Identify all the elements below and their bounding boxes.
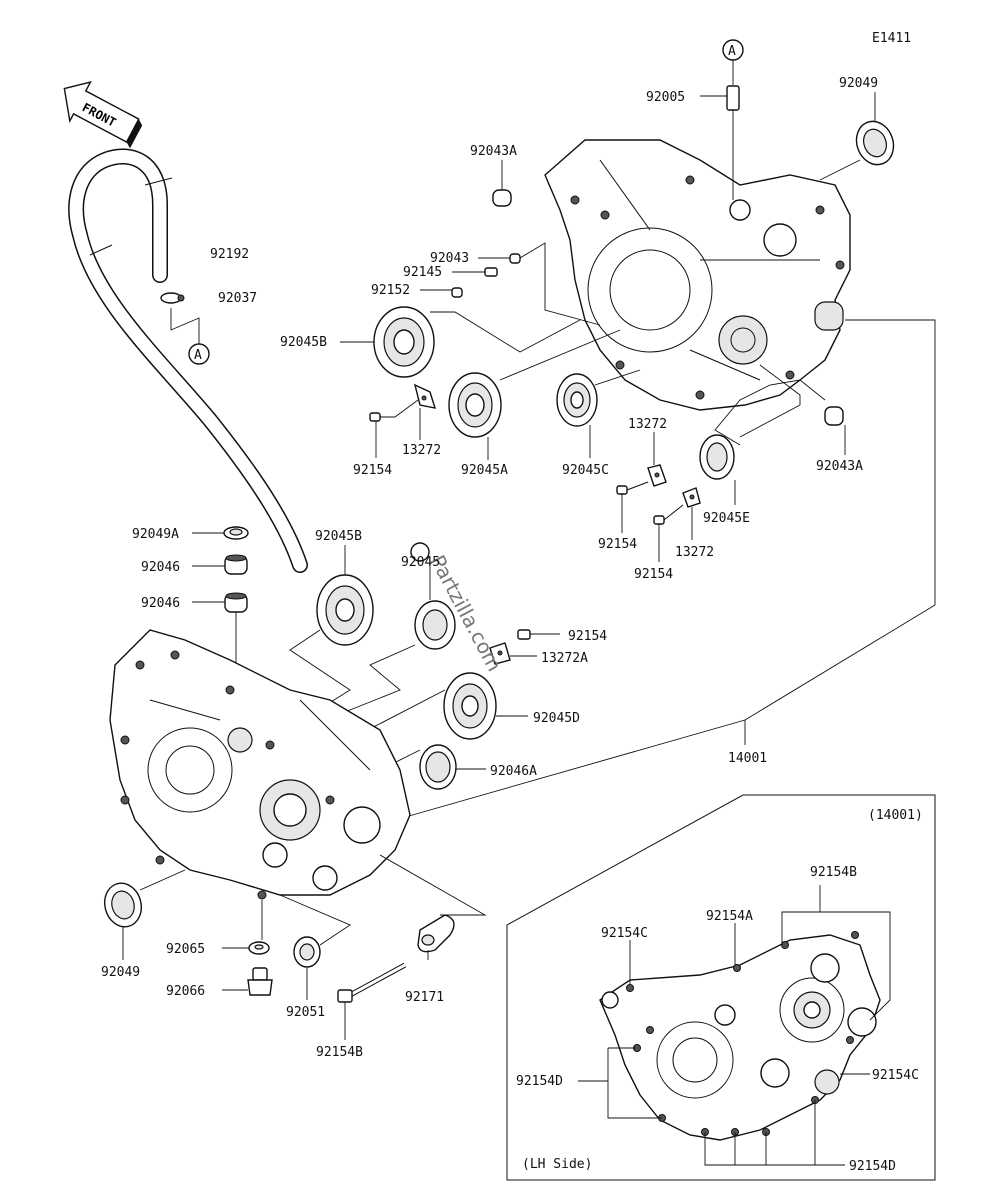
clamp-92037	[160, 292, 185, 304]
label-92154-c: 92154	[634, 567, 673, 582]
dowel-92043A-right	[714, 379, 846, 455]
label-92046-b: 92046	[141, 596, 180, 611]
bracket-13272-a	[413, 383, 437, 440]
label-92154-a: 92154	[353, 463, 392, 478]
breather-hose-92192	[68, 148, 308, 573]
label-13272A: 13272A	[541, 651, 588, 666]
reference-a-top: A	[722, 39, 744, 85]
bolt-92005	[700, 85, 740, 200]
bushing-92046-a	[192, 554, 248, 575]
bearing-92045D	[309, 672, 528, 761]
diagram-code: E1411	[872, 31, 911, 46]
label-92154-b: 92154	[598, 537, 637, 552]
dowel-92043A-top	[492, 160, 512, 207]
label-92154-d: 92154	[568, 629, 607, 644]
label-14001: 14001	[728, 751, 767, 766]
clamp-92171	[379, 854, 487, 960]
label-92154C-inset-left: 92154C	[601, 926, 648, 941]
washer-92065	[222, 900, 270, 955]
label-92051: 92051	[286, 1005, 325, 1020]
label-92046-a: 92046	[141, 560, 180, 575]
bearing-92045-mid	[299, 542, 456, 731]
label-92152: 92152	[371, 283, 410, 298]
ref-a-hose-label: A	[194, 348, 202, 363]
label-92049A: 92049A	[132, 527, 179, 542]
label-92171: 92171	[405, 990, 444, 1005]
washer-92049A	[192, 526, 249, 540]
label-92049-bottom: 92049	[101, 965, 140, 980]
reference-a-hose: A	[170, 308, 210, 365]
label-92045-mid: 92045	[401, 555, 440, 570]
inset-side-label: (LH Side)	[522, 1157, 592, 1172]
bearing-92045C	[556, 369, 641, 458]
label-92065: 92065	[166, 942, 205, 957]
upper-crankcase	[544, 139, 851, 411]
label-92045B-top: 92045B	[280, 335, 327, 350]
label-92154B-inset: 92154B	[810, 865, 857, 880]
oil-seal-92049-top	[819, 92, 895, 181]
inset-title: (14001)	[868, 808, 923, 823]
label-92154D-inset-bottom: 92154D	[849, 1159, 896, 1174]
bolt-92154B	[337, 962, 407, 1040]
label-92045B-mid: 92045B	[315, 529, 362, 544]
bracket-13272-b	[647, 432, 667, 487]
label-92045E: 92045E	[703, 511, 750, 526]
leader-14001	[394, 319, 936, 821]
label-13272-b: 13272	[628, 417, 667, 432]
oil-seal-92049-bottom	[104, 869, 186, 960]
inset-14001: (14001) (LH Side)	[506, 794, 936, 1181]
label-92045C: 92045C	[562, 463, 609, 478]
label-13272-a: 13272	[402, 443, 441, 458]
o-ring-92051	[279, 894, 351, 1000]
label-92037: 92037	[218, 291, 257, 306]
label-92154B-bottom: 92154B	[316, 1045, 363, 1060]
label-92049-top: 92049	[839, 76, 878, 91]
label-92154C-inset-right: 92154C	[872, 1068, 919, 1083]
label-92043A-top: 92043A	[470, 144, 517, 159]
bearing-92046A	[339, 744, 486, 791]
screw-92154-c	[653, 504, 684, 562]
drain-bolt-92066	[222, 967, 273, 996]
label-92046A: 92046A	[490, 764, 537, 779]
front-arrow-icon: FRONT	[63, 81, 143, 149]
screw-92154-b	[616, 481, 649, 533]
label-92066: 92066	[166, 984, 205, 999]
label-92145: 92145	[403, 265, 442, 280]
lower-crankcase	[109, 629, 411, 900]
label-92154A-inset: 92154A	[706, 909, 753, 924]
bracket-13272A	[489, 642, 537, 665]
oil-seal-92045E	[699, 364, 801, 505]
screw-92154-a	[369, 399, 419, 458]
label-92043A-right: 92043A	[816, 459, 863, 474]
label-92043: 92043	[430, 251, 469, 266]
label-92045D: 92045D	[533, 711, 580, 726]
label-92154D-inset-left: 92154D	[516, 1074, 563, 1089]
label-13272-c: 13272	[675, 545, 714, 560]
small-pins	[420, 242, 601, 326]
bearing-92045A	[448, 329, 621, 460]
label-92045A: 92045A	[461, 463, 508, 478]
screw-92154-d	[517, 629, 560, 640]
ref-a-top-label: A	[728, 44, 736, 59]
bracket-13272-c	[682, 487, 701, 540]
label-92192: 92192	[210, 247, 249, 262]
bearing-92045B-top	[340, 306, 581, 378]
label-92005: 92005	[646, 90, 685, 105]
